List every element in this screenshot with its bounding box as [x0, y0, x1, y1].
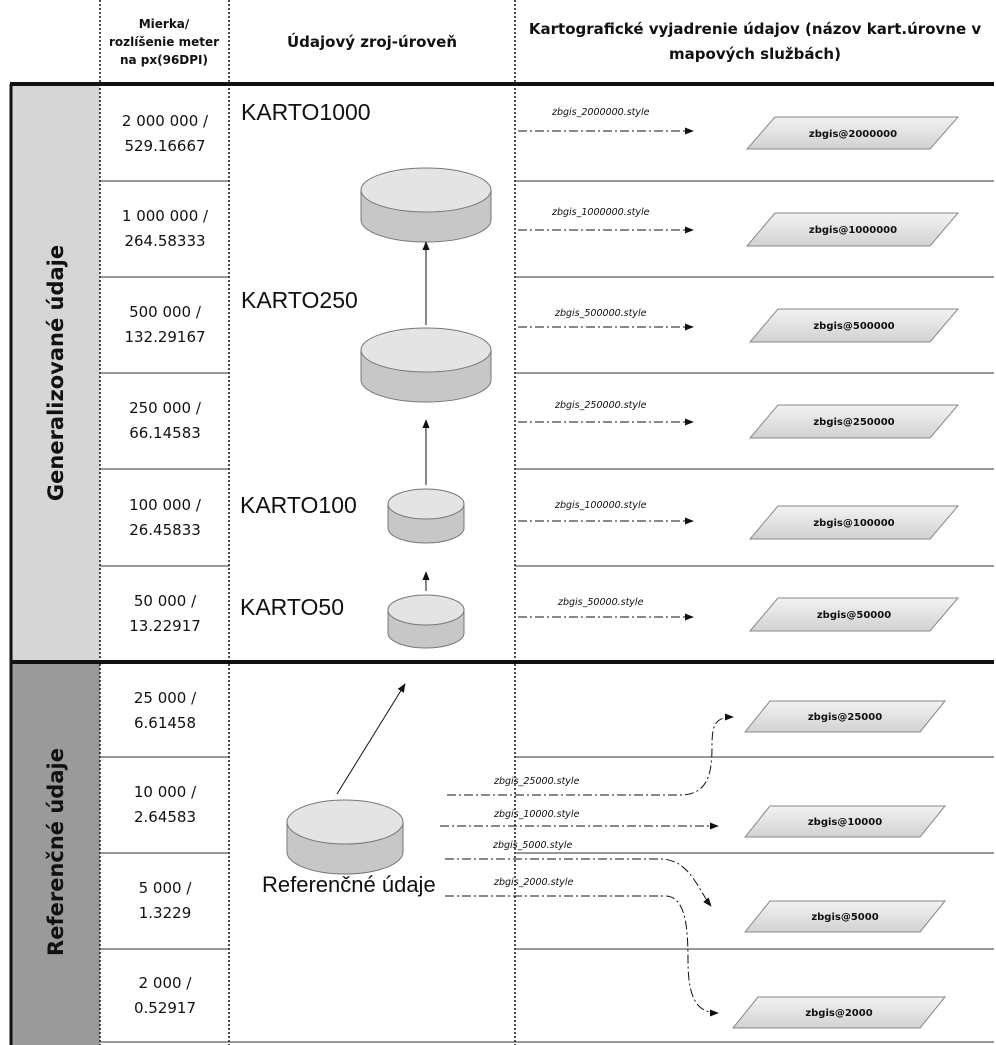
layer-label-2000000: zbgis@2000000	[809, 129, 897, 140]
reference-band-text: Referenčné údaje	[44, 748, 69, 956]
style-label-1000000: zbgis_1000000.style	[551, 207, 650, 218]
style-label-10000: zbgis_10000.style	[493, 809, 580, 820]
style-label-25000: zbgis_25000.style	[493, 776, 580, 787]
header-carto-line2: mapových službách)	[669, 45, 841, 63]
layer-label-500000: zbgis@500000	[813, 321, 894, 332]
karto1000-label: KARTO1000	[241, 99, 371, 125]
style-label-500000: zbgis_500000.style	[554, 308, 647, 319]
generalized-band-label: Generalizované údaje	[12, 84, 100, 662]
row-separators	[100, 180, 994, 1043]
style-arrow-25000	[447, 713, 734, 796]
karto100-label: KARTO100	[240, 492, 357, 518]
header-scale-line2: rozlíšenie meter	[108, 35, 220, 49]
reference-band-bg	[10, 662, 100, 1045]
layer-label-250000: zbgis@250000	[813, 417, 894, 428]
layer-2000	[731, 996, 947, 1029]
scale-value: 25 000 /	[133, 688, 197, 707]
layer-50000	[748, 597, 960, 632]
style-label-100000: zbgis_100000.style	[554, 500, 647, 511]
resolution-value: 264.58333	[124, 232, 206, 250]
layer-10000	[743, 805, 947, 838]
resolution-value: 26.45833	[129, 520, 201, 539]
arrow-reference-up	[336, 683, 406, 795]
karto250-cylinder	[360, 327, 492, 403]
layer-label-25000: zbgis@25000	[808, 712, 882, 723]
style-label-2000000: zbgis_2000000.style	[551, 107, 650, 118]
layer-label-10000: zbgis@10000	[808, 817, 882, 828]
layer-25000	[743, 700, 947, 733]
layer-1000000	[745, 212, 960, 247]
scale-cell: 100 000 / 26.45833	[103, 469, 227, 566]
header-carto-line1: Kartografické vyjadrenie údajov (názov k…	[528, 20, 982, 38]
scale-cell: 1 000 000 / 264.58333	[103, 181, 227, 277]
resolution-value: 132.29167	[124, 328, 206, 346]
resolution-value: 66.14583	[129, 424, 201, 442]
generalized-band-bg	[10, 84, 100, 662]
scale-cell: 500 000 / 132.29167	[103, 277, 227, 373]
layer-500000	[748, 308, 960, 343]
scale-value: 2 000 /	[138, 973, 192, 992]
layer-5000	[743, 900, 947, 933]
resolution-value: 529.16667	[124, 136, 206, 155]
layer-label-100000: zbgis@100000	[813, 518, 894, 529]
scale-value: 1 000 000 /	[121, 207, 209, 225]
reference-band-label: Referenčné údaje	[12, 662, 100, 1042]
header-scale-line3: na px(96DPI)	[119, 53, 209, 67]
karto100-cylinder	[387, 488, 465, 544]
scale-cell: 25 000 / 6.61458	[103, 664, 227, 757]
header-source-level: Údajový zroj-úroveň	[286, 33, 458, 51]
layer-label-1000000: zbgis@1000000	[809, 225, 897, 236]
resolution-value: 13.22917	[129, 617, 201, 635]
scale-cell: 5 000 / 1.3229	[103, 853, 227, 949]
scale-value: 10 000 /	[133, 783, 197, 801]
resolution-value: 1.3229	[138, 904, 192, 922]
karto50-label: KARTO50	[240, 594, 344, 620]
karto250-label: KARTO250	[241, 287, 358, 313]
layer-2000000	[745, 116, 960, 150]
karto50-cylinder	[387, 594, 465, 649]
reference-cylinder	[286, 799, 404, 875]
header-cartographic: Kartografické vyjadrenie údajov (názov k…	[516, 0, 994, 84]
scale-value: 50 000 /	[133, 592, 197, 610]
resolution-value: 0.52917	[133, 998, 197, 1017]
resolution-value: 2.64583	[133, 808, 197, 826]
scale-cell: 250 000 / 66.14583	[103, 373, 227, 469]
layer-label-2000: zbgis@2000	[805, 1008, 872, 1019]
scale-value: 2 000 000 /	[121, 111, 209, 130]
style-label-2000: zbgis_2000.style	[493, 877, 574, 888]
header-scale: Mierka/ rozlíšenie meter na px(96DPI)	[100, 0, 228, 84]
scale-cell: 50 000 / 13.22917	[103, 566, 227, 662]
scale-value: 5 000 /	[138, 879, 192, 897]
scale-cell: 10 000 / 2.64583	[103, 757, 227, 853]
layer-100000	[748, 505, 960, 540]
style-arrow-5000	[445, 858, 712, 907]
resolution-value: 6.61458	[133, 713, 197, 732]
scale-value: 250 000 /	[129, 399, 201, 417]
layer-label-50000: zbgis@50000	[817, 610, 891, 621]
generalized-band-text: Generalizované údaje	[44, 244, 68, 502]
karto1000-cylinder	[360, 167, 492, 243]
layer-label-5000: zbgis@5000	[811, 912, 878, 923]
style-arrow-2000	[445, 895, 719, 1017]
style-label-50000: zbgis_50000.style	[557, 597, 644, 608]
reference-data-caption: Referenčné údaje	[262, 872, 436, 897]
header-scale-line1: Mierka/	[138, 17, 190, 31]
style-label-5000: zbgis_5000.style	[492, 840, 573, 851]
scale-value: 100 000 /	[129, 495, 201, 514]
scale-cell: 2 000 / 0.52917	[103, 949, 227, 1042]
style-label-250000: zbgis_250000.style	[554, 400, 647, 411]
scale-cell: 2 000 000 / 529.16667	[103, 86, 227, 181]
scale-value: 500 000 /	[129, 303, 201, 321]
layer-250000	[748, 404, 960, 439]
